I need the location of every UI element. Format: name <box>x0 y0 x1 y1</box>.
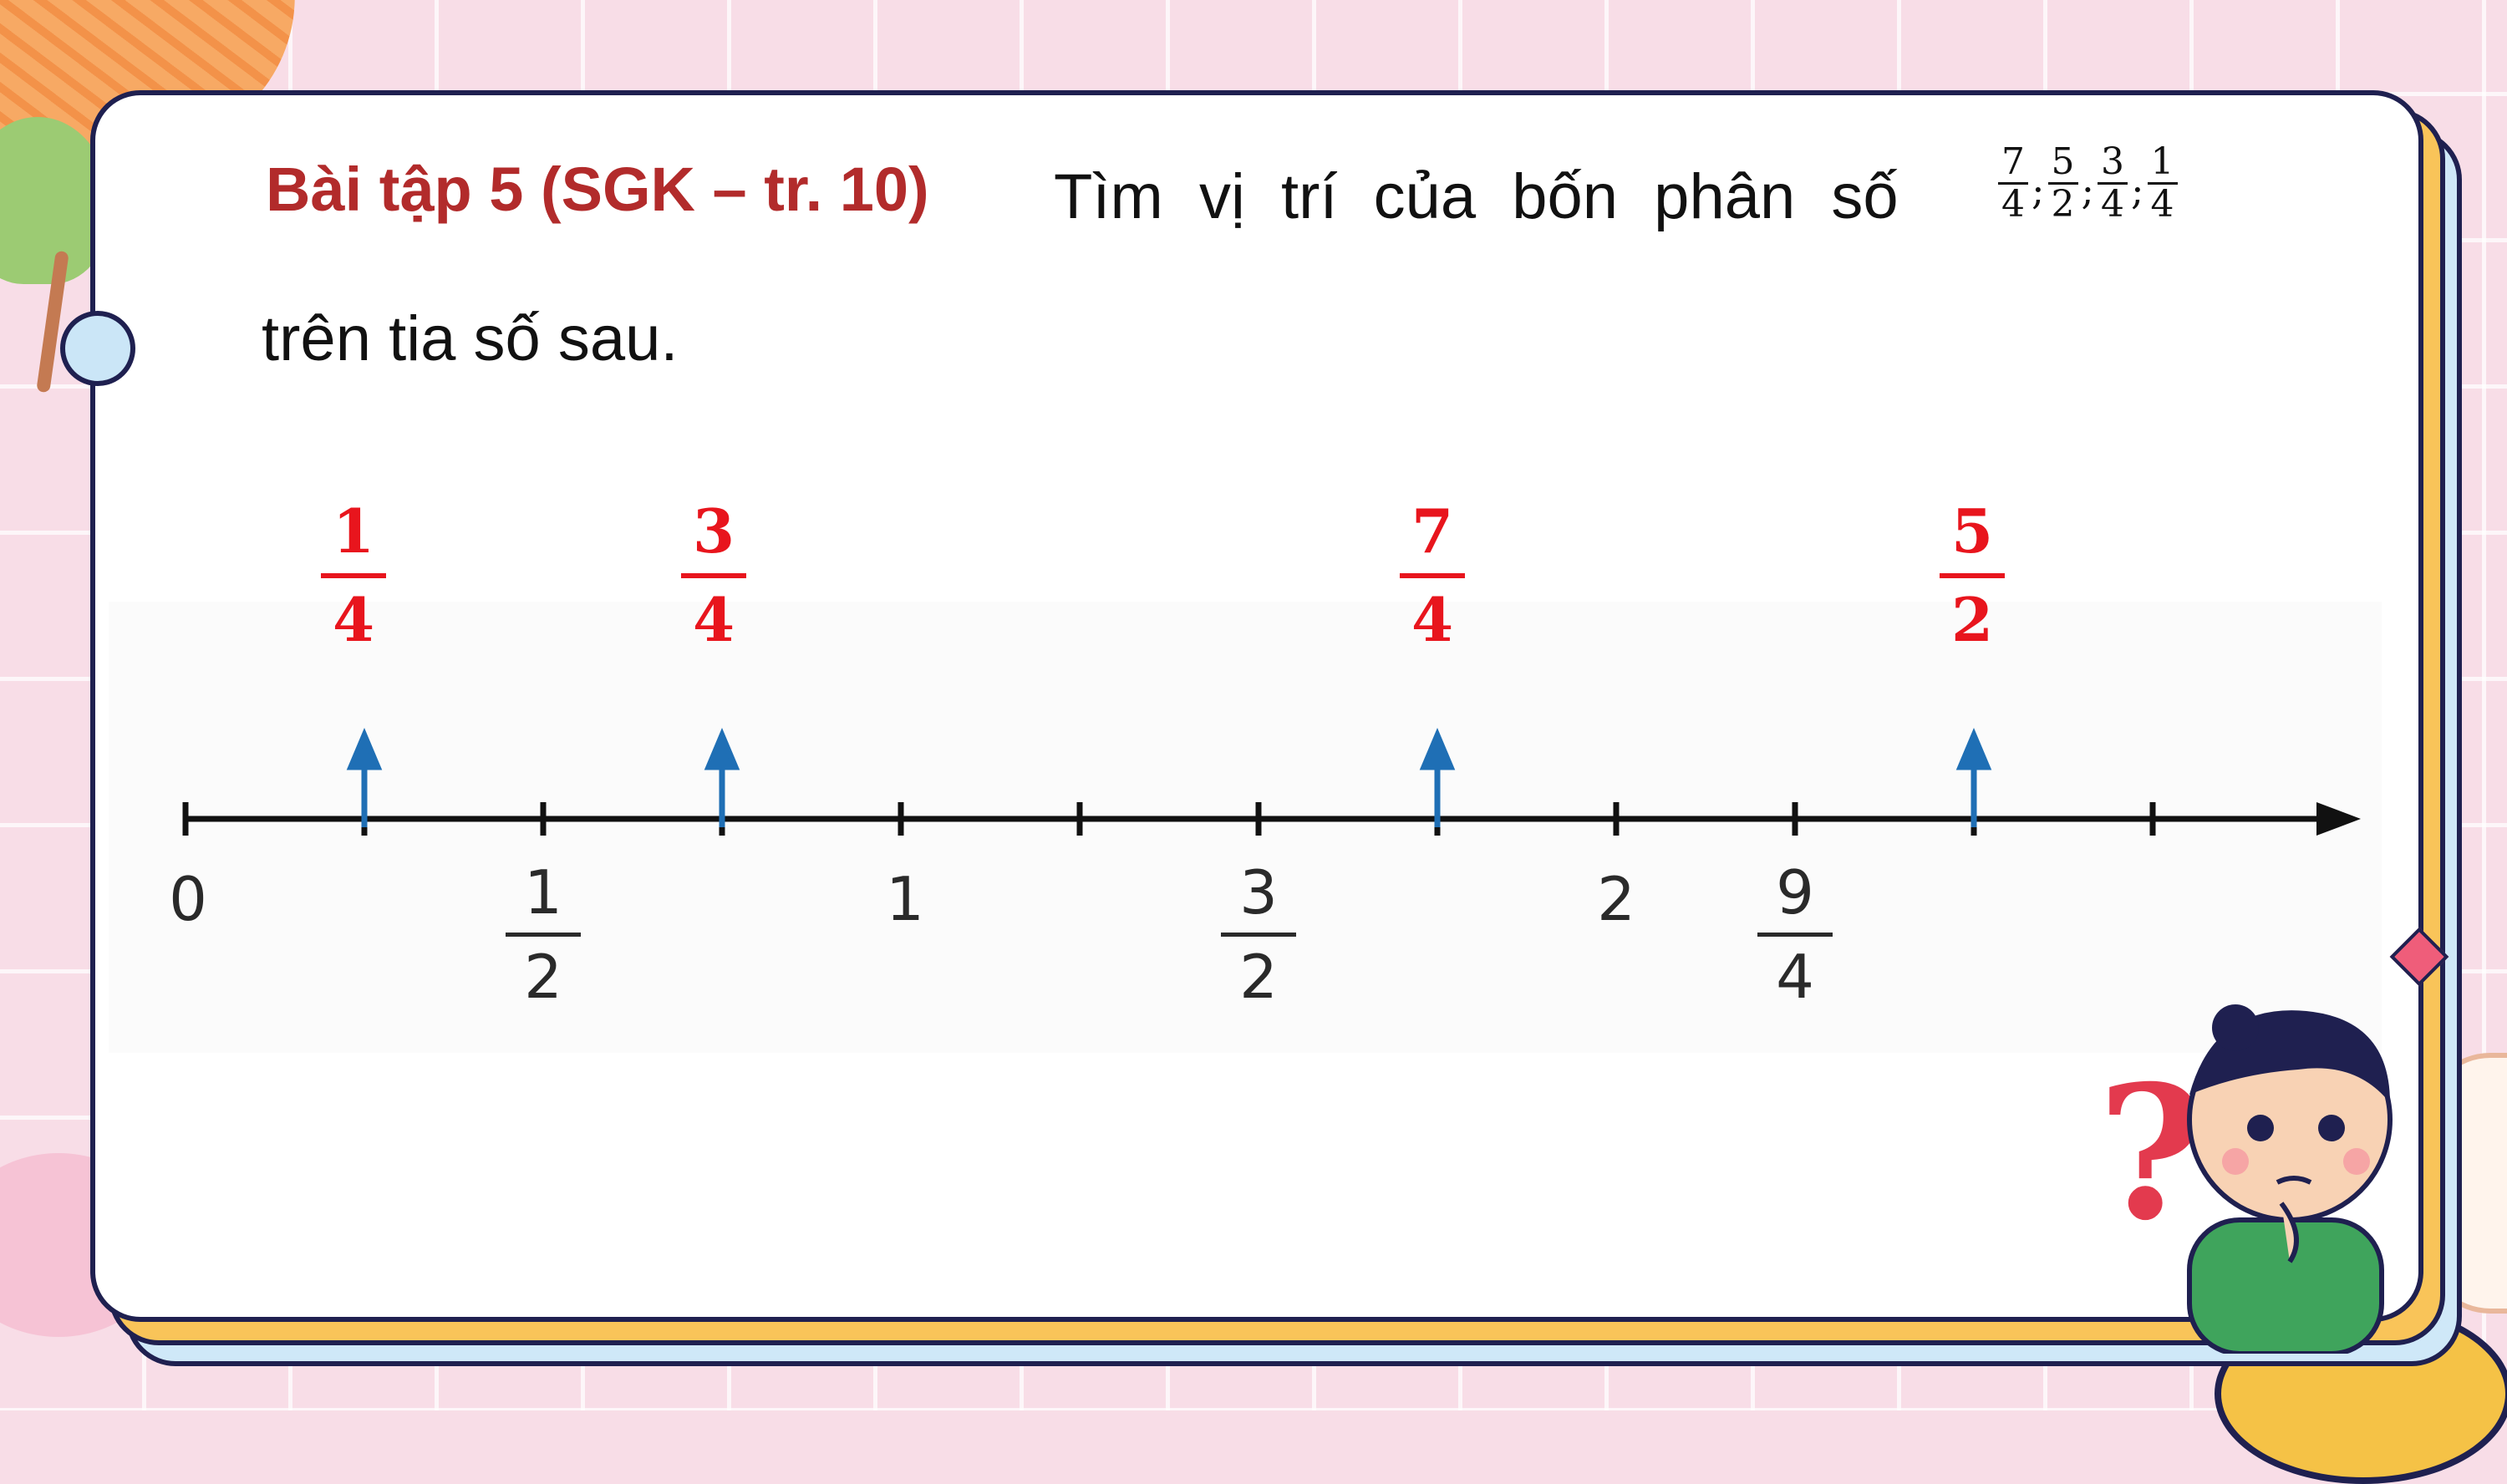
answer-fraction: 1 4 <box>303 501 404 650</box>
exercise-label: Bài tập 5 (SGK – tr. 10) <box>266 155 929 224</box>
inline-fraction: 3 4 <box>2098 142 2128 225</box>
binder-ring-icon <box>60 311 135 386</box>
answer-arrows <box>346 727 1992 827</box>
arrow-up-icon <box>1419 727 1456 770</box>
tick-label-one: 1 <box>886 864 924 934</box>
answer-fraction: 7 4 <box>1382 501 1482 650</box>
number-line <box>182 727 2361 836</box>
tick-marks <box>182 802 2156 836</box>
tick-label-fraction: 3 2 <box>1200 862 1317 1007</box>
number-line-panel <box>109 602 2382 1053</box>
thinking-boy-icon <box>2187 1004 2393 1354</box>
tick-label-two: 2 <box>1597 864 1635 934</box>
separator: ; <box>2032 167 2045 213</box>
inline-fraction-list: 7 4 ; 5 2 ; 3 4 ; 1 4 <box>1998 142 2178 225</box>
separator: ; <box>2081 167 2095 213</box>
inline-fraction: 1 4 <box>2147 142 2178 225</box>
question-mark-icon: ? <box>2098 1044 2205 1261</box>
answer-fraction: 5 2 <box>1922 501 2022 650</box>
arrow-up-icon <box>1955 727 1992 770</box>
arrow-up-icon <box>346 727 383 770</box>
answer-fraction: 3 4 <box>664 501 764 650</box>
tick-label-fraction: 9 4 <box>1737 862 1854 1007</box>
tick-label-zero: 0 <box>169 864 207 934</box>
separator: ; <box>2131 167 2144 213</box>
arrow-up-icon <box>704 727 740 770</box>
exercise-heading: Bài tập 5 (SGK – tr. 10) Tìm vị trí của … <box>266 142 2255 267</box>
exercise-prompt-continued: trên tia số sau. <box>262 303 679 374</box>
exercise-prompt: Tìm vị trí của bốn phân số <box>1054 161 1899 232</box>
inline-fraction: 7 4 <box>1998 142 2028 225</box>
number-line-arrowhead <box>2316 802 2361 836</box>
inline-fraction: 5 2 <box>2047 142 2078 225</box>
tick-label-fraction: 1 2 <box>485 862 602 1007</box>
